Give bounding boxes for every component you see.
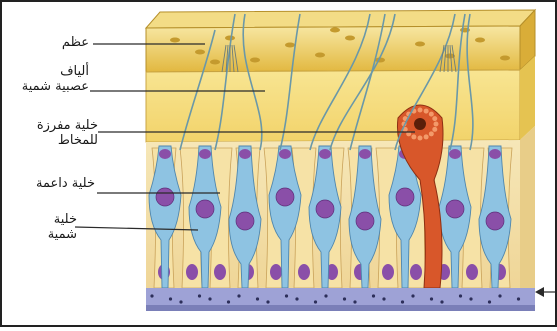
label-olfactory-cell: خلية شمية [48, 212, 77, 242]
label-support-cell-text: خلية داعمة [36, 176, 95, 191]
supporting-cell-nucleus [466, 264, 478, 280]
receptor-nucleus [276, 188, 294, 206]
bone-pore [500, 56, 510, 61]
gland-granule [429, 131, 434, 136]
receptor-knob [359, 149, 371, 159]
receptor-knob [199, 149, 211, 159]
basal-dot [169, 297, 172, 300]
label-olfactory-cell-line1: خلية [48, 212, 77, 227]
basal-dot [498, 294, 501, 297]
basal-dot [469, 297, 472, 300]
receptor-knob [159, 149, 171, 159]
basal-dot [198, 294, 201, 297]
label-mucus-cell: خلية مفرزة للمخاط [37, 118, 98, 148]
label-support-cell: خلية داعمة [36, 176, 95, 191]
receptor-nucleus [396, 188, 414, 206]
receptor-nucleus [196, 200, 214, 218]
bone-pore [315, 53, 325, 58]
label-bone: عظم [62, 35, 89, 50]
bone-pore [210, 60, 220, 65]
basal-dot [237, 294, 240, 297]
gland-granule [434, 122, 439, 127]
supporting-cell-nucleus [186, 264, 198, 280]
receptor-knob [279, 149, 291, 159]
gland-granule [432, 116, 437, 121]
gland-granule [429, 112, 434, 117]
gland-granule [418, 108, 423, 113]
basal-dot [440, 300, 443, 303]
gland-granule [418, 136, 423, 141]
receptor-nucleus [316, 200, 334, 218]
bone-pore [285, 43, 295, 48]
basal-dot [314, 300, 317, 303]
basal-dot [430, 297, 433, 300]
gland-granule [432, 127, 437, 132]
label-bone-text: عظم [62, 35, 89, 50]
bone-pore [225, 36, 235, 41]
basal-dot [343, 297, 346, 300]
bone-pore [250, 58, 260, 63]
basal-dot [488, 300, 491, 303]
basal-dot [285, 294, 288, 297]
supporting-cell-nucleus [270, 264, 282, 280]
basal-dot [227, 300, 230, 303]
basal-dot [266, 300, 269, 303]
supporting-cell-nucleus [298, 264, 310, 280]
basal-dot [459, 294, 462, 297]
gland-lumen [414, 118, 426, 130]
basal-dot [353, 300, 356, 303]
supporting-cell-nucleus [214, 264, 226, 280]
label-mucus-cell-line2: للمخاط [37, 133, 98, 148]
label-nerve-fibers: ألياف عصبية شمية [22, 64, 89, 94]
basal-dot [382, 297, 385, 300]
receptor-nucleus [446, 200, 464, 218]
receptor-knob [449, 149, 461, 159]
bone-pore [415, 42, 425, 47]
basal-dot [256, 297, 259, 300]
receptor-knob [239, 149, 251, 159]
basal-dot [324, 294, 327, 297]
bone-layer [146, 10, 535, 72]
receptor-nucleus [156, 188, 174, 206]
basal-dot [401, 300, 404, 303]
receptor-knob [319, 149, 331, 159]
supporting-cell-nucleus [410, 264, 422, 280]
receptor-nucleus [236, 212, 254, 230]
basal-dot [208, 297, 211, 300]
bone-pore [170, 38, 180, 43]
label-olfactory-cell-line2: شمية [48, 227, 77, 242]
basal-dot [411, 294, 414, 297]
supporting-cell-nucleus [382, 264, 394, 280]
receptor-nucleus [356, 212, 374, 230]
basal-dot [179, 300, 182, 303]
label-mucus-cell-line1: خلية مفرزة [37, 118, 98, 133]
gland-granule [411, 134, 416, 139]
label-nerve-fibers-line1: ألياف [22, 64, 89, 79]
basal-dot [295, 297, 298, 300]
gland-granule [424, 109, 429, 114]
bone-pore [475, 38, 485, 43]
arrow-head-basal [535, 287, 544, 297]
bone-pore [345, 36, 355, 41]
label-nerve-fibers-line2: عصبية شمية [22, 79, 89, 94]
basal-dot [517, 297, 520, 300]
receptor-nucleus [486, 212, 504, 230]
basal-dot [150, 294, 153, 297]
gland-granule [424, 134, 429, 139]
bone-pore [330, 28, 340, 33]
basal-dot [372, 294, 375, 297]
bone-pore [195, 50, 205, 55]
basal-layer [146, 288, 535, 311]
receptor-knob [489, 149, 501, 159]
